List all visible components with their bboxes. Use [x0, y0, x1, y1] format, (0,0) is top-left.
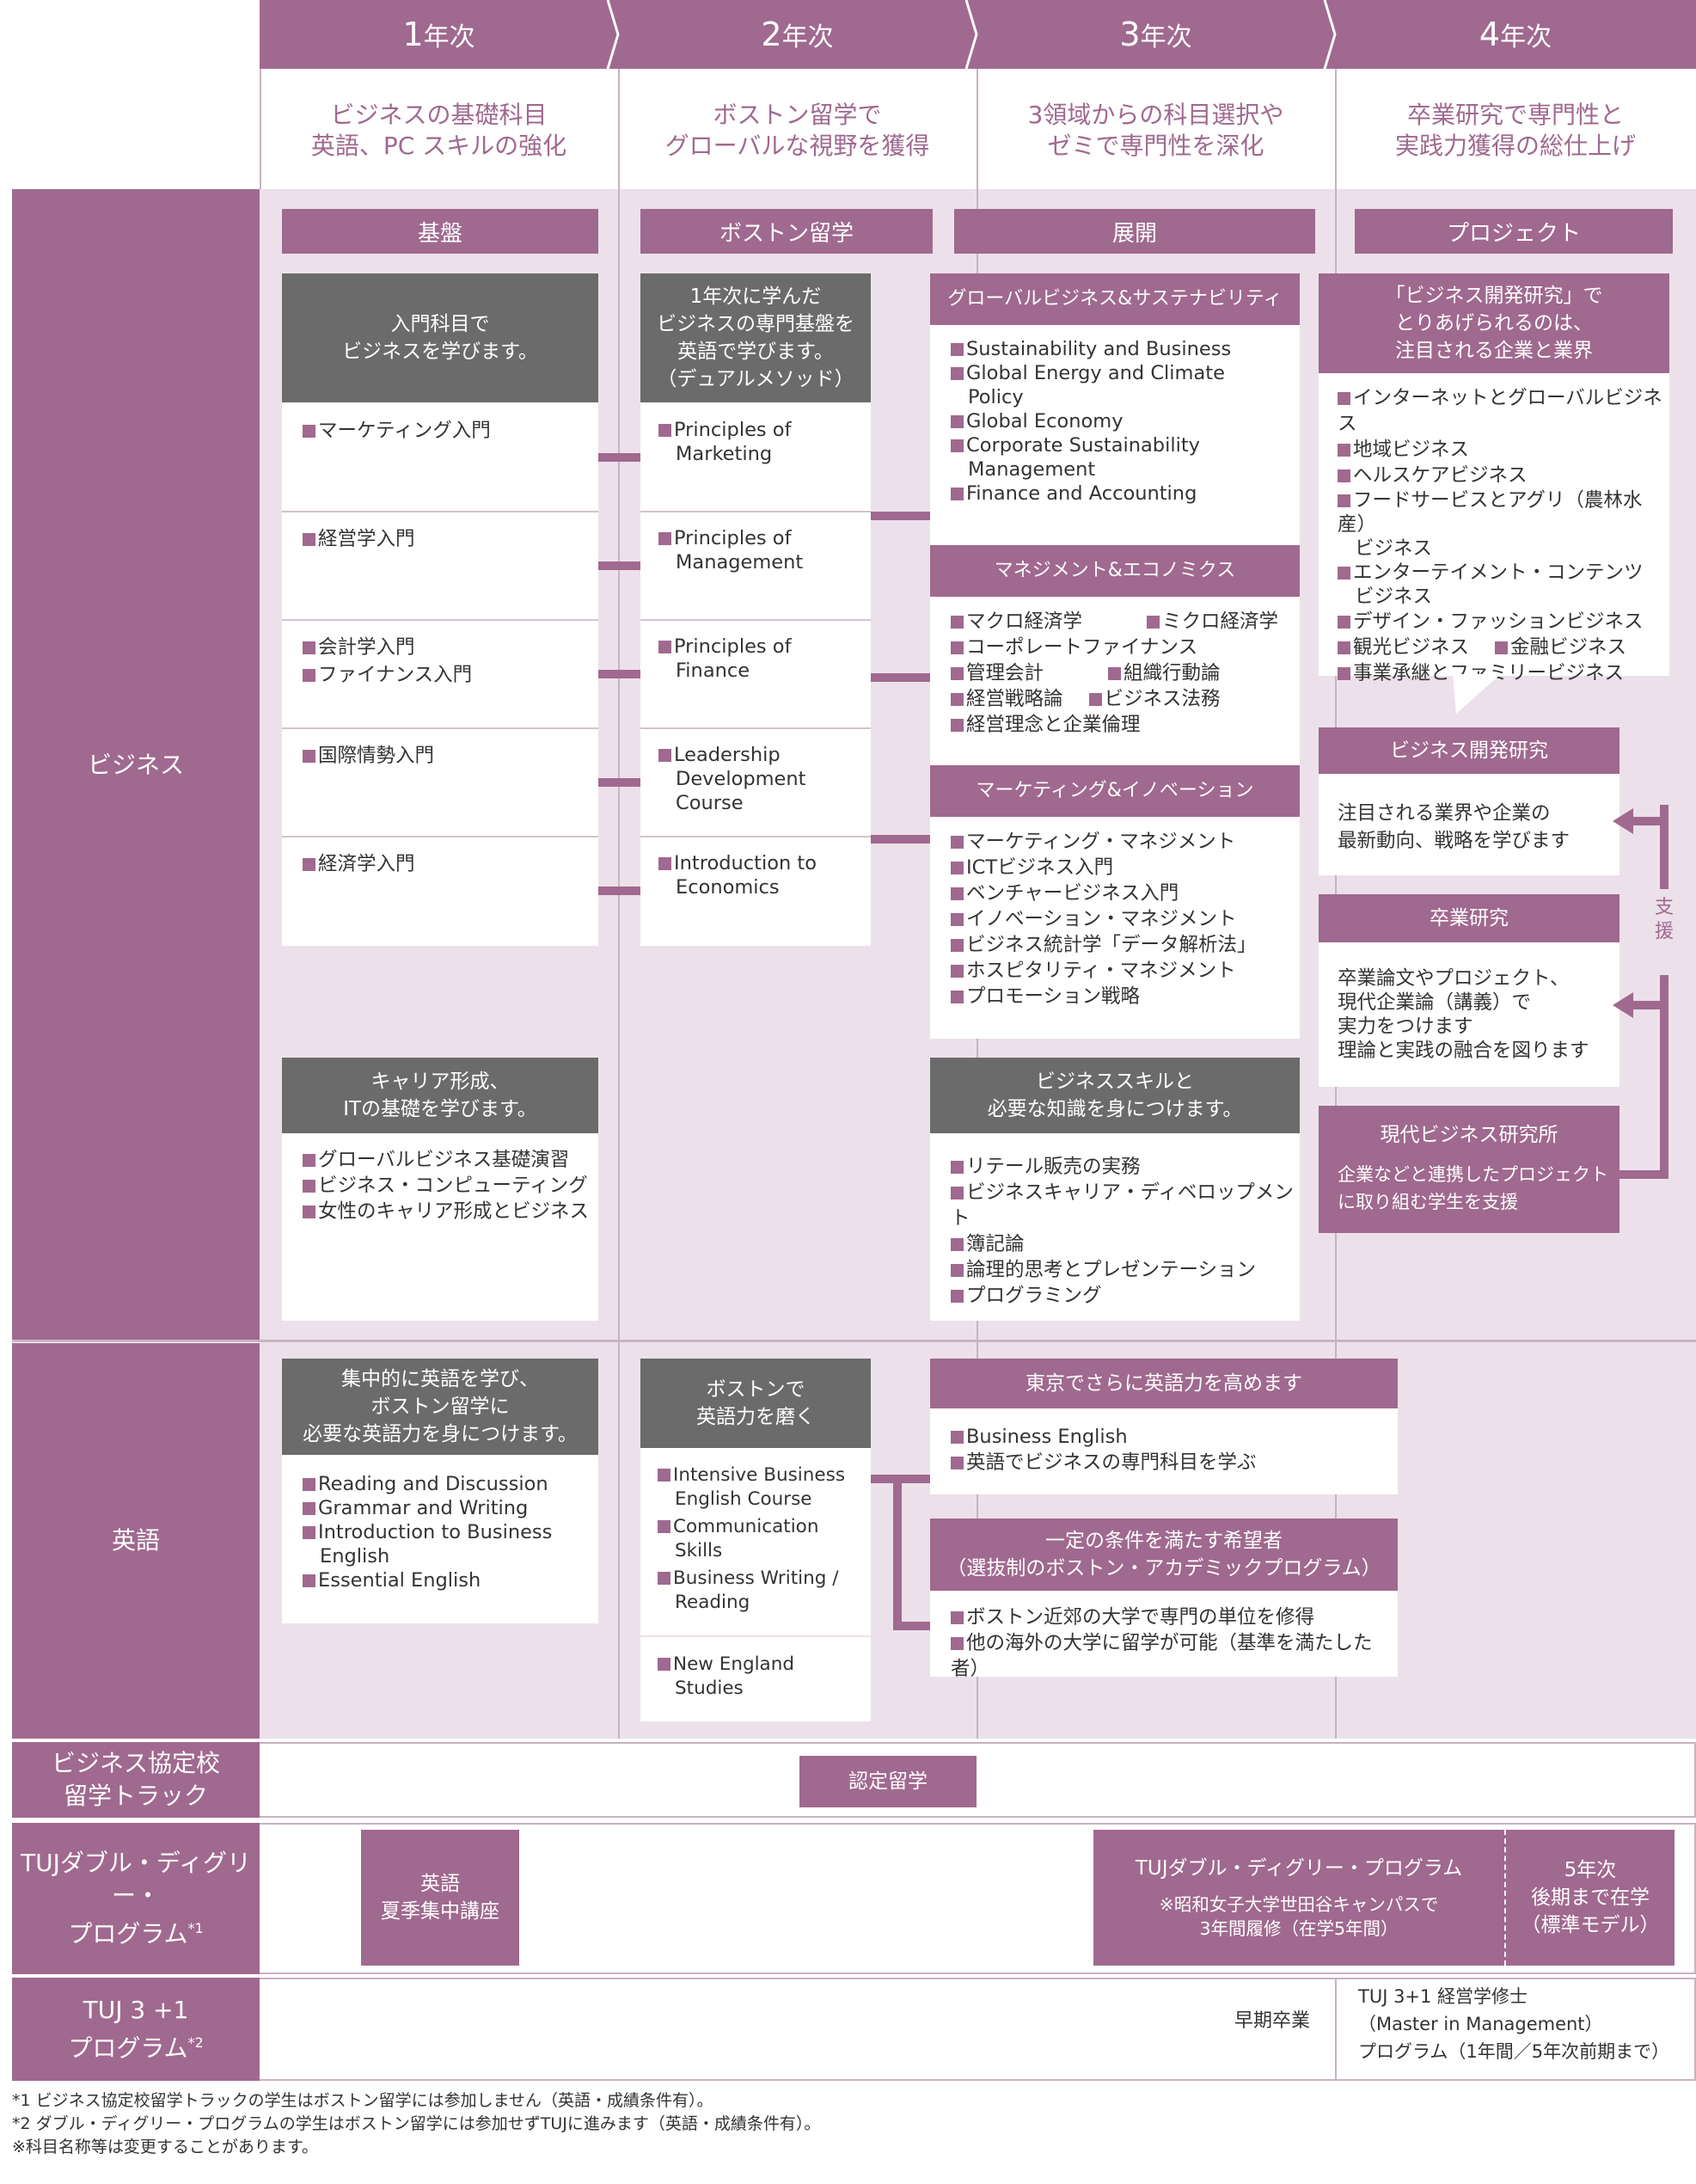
row-label-partner: ビジネス協定校留学トラック [12, 1742, 260, 1818]
course-item: ファイナンス入門 [303, 662, 472, 688]
tuj-row [260, 1823, 1696, 1974]
tuj31-master: TUJ 3+1 経営学修士（Master in Management）プログラム… [1358, 1986, 1670, 2062]
phase-tenkai: 展開 [954, 209, 1315, 254]
tuj-summer-box: 英語夏季集中講座 [361, 1830, 519, 1966]
y1-business-list [282, 402, 598, 946]
y3-mkt-head: マーケティング&イノベーション [930, 765, 1300, 817]
en-selected-head: 一定の条件を満たす希望者（選抜制のボストン・アカデミックプログラム） [930, 1518, 1398, 1591]
y1-career-list: グローバルビジネス基礎演習 ビジネス・コンピューティング 女性のキャリア形成とビ… [282, 1133, 598, 1321]
phase-project: プロジェクト [1355, 209, 1673, 254]
row-label-english: 英語 [12, 1343, 260, 1739]
y3-global-list: Sustainability and Business Global Energ… [930, 325, 1300, 545]
y4-grad-head: 卒業研究 [1319, 894, 1619, 942]
year-4-arrow [1325, 0, 1696, 69]
year-3-arrow [966, 0, 1335, 69]
y4-dev-head: ビジネス開発研究 [1319, 727, 1619, 774]
y4-dev-text: 注目される業界や企業の最新動向、戦略を学びます [1319, 774, 1619, 875]
course-item: マーケティング入門 [303, 418, 491, 444]
tuj-fifth-year: 5年次後期まで在学（標準モデル） [1521, 1859, 1660, 1936]
en-tokyo-head: 東京でさらに英語力を高めます [930, 1359, 1398, 1408]
y1-career-head: キャリア形成、ITの基礎を学びます。 [282, 1058, 598, 1133]
course-item: 経営学入門 [303, 526, 415, 552]
row-label-business: ビジネス [12, 189, 260, 1341]
year-1-description: ビジネスの基礎科目英語、PC スキルの強化 [310, 101, 567, 160]
y3-skill-head: ビジネススキルと必要な知識を身につけます。 [930, 1058, 1300, 1133]
tuj31-early: 早期卒業 [1234, 2010, 1311, 2032]
tuj31-row [260, 1978, 1696, 2081]
year-1-arrow [260, 0, 618, 69]
y3-global-head: グローバルビジネス&サステナビリティ [930, 273, 1300, 325]
y3-mgmt-list: マクロ経済学ミクロ経済学 コーポレートファイナンス 管理会計組織行動論 経営戦略… [930, 597, 1300, 765]
y2-business-list [640, 402, 871, 946]
phase-boston: ボストン留学 [640, 209, 933, 254]
y2-business-head: 1年次に学んだビジネスの専門基盤を英語で学びます。（デュアルメソッド） [640, 273, 871, 402]
phase-kiban: 基盤 [282, 209, 598, 254]
y3-skill-list: リテール販売の実務 ビジネスキャリア・ディベロップメント 簿記論 論理的思考とプ… [930, 1133, 1300, 1321]
y1-business-head: 入門科目でビジネスを学びます。 [282, 273, 598, 402]
bubble-tail [1453, 674, 1501, 714]
partner-row [260, 1742, 1696, 1818]
tuj-main-box [1093, 1830, 1675, 1966]
y4-lab-box: 現代ビジネス研究所 企業などと連携したプロジェクト に取り組む学生を支援 [1319, 1106, 1619, 1233]
y4-bubble-head: 「ビジネス開発研究」でとりあげられるのは、注目される企業と業界 [1319, 273, 1669, 373]
y3-mkt-list: マーケティング・マネジメント ICTビジネス入門 ベンチャービジネス入門 イノベ… [930, 817, 1300, 1039]
tuj-main-content: TUJダブル・ディグリー・プログラム ※昭和女子大学世田谷キャンパスで 3年間履… [1135, 1857, 1463, 1939]
footnote-1: *1 ビジネス協定校留学トラックの学生はボストン留学には参加しません（英語・成績… [12, 2091, 713, 2110]
year-2-arrow [608, 0, 977, 69]
en-y1-head: 集中的に英語を学び、ボストン留学に必要な英語力を身につけます。 [282, 1359, 598, 1455]
en-y2-head: ボストンで英語力を磨く [640, 1359, 871, 1448]
row-label-tuj: TUJダブル・ディグリー・プログラム*1 [12, 1823, 260, 1974]
year-4-description: 卒業研究で専門性と実践力獲得の総仕上げ [1394, 101, 1636, 160]
footnote-3: ※科目名称等は変更することがあります。 [12, 2138, 319, 2156]
en-selected-list: ボストン近郊の大学で専門の単位を修得 他の海外の大学に留学が可能（基準を満たした… [930, 1591, 1398, 1680]
y4-grad-text: 卒業論文やプロジェクト、現代企業論（講義）で実力をつけます理論と実践の融合を図り… [1319, 942, 1619, 1087]
footnotes: *1 ビジネス協定校留学トラックの学生はボストン留学には参加しません（英語・成績… [12, 2089, 820, 2159]
y3-mgmt-head: マネジメント&エコノミクス [930, 545, 1300, 597]
course-item: 会計学入門 [303, 635, 415, 660]
y4-bubble-list: インターネットとグローバルビジネス 地域ビジネス ヘルスケアビジネス フードサー… [1319, 373, 1669, 684]
course-item: 国際情勢入門 [303, 743, 434, 769]
year-2-description: ボストン留学でグローバルな視野を獲得 [664, 101, 930, 160]
support-label: 支援 [1654, 897, 1674, 942]
en-y1-list: Reading and Discussion Grammar and Writi… [282, 1455, 598, 1623]
footnote-2: *2 ダブル・ディグリー・プログラムの学生はボストン留学には参加せずTUJに進み… [12, 2114, 821, 2133]
year-header-band [260, 0, 1696, 69]
course-item: 経済学入門 [303, 851, 415, 877]
year-3-description: 3領域からの科目選択やゼミで専門性を深化 [1027, 101, 1284, 160]
support-bracket [1613, 805, 1673, 1179]
partner-box: 認定留学 [799, 1756, 977, 1807]
en-tokyo-list: Business English 英語でビジネスの専門科目を学ぶ [930, 1408, 1398, 1494]
